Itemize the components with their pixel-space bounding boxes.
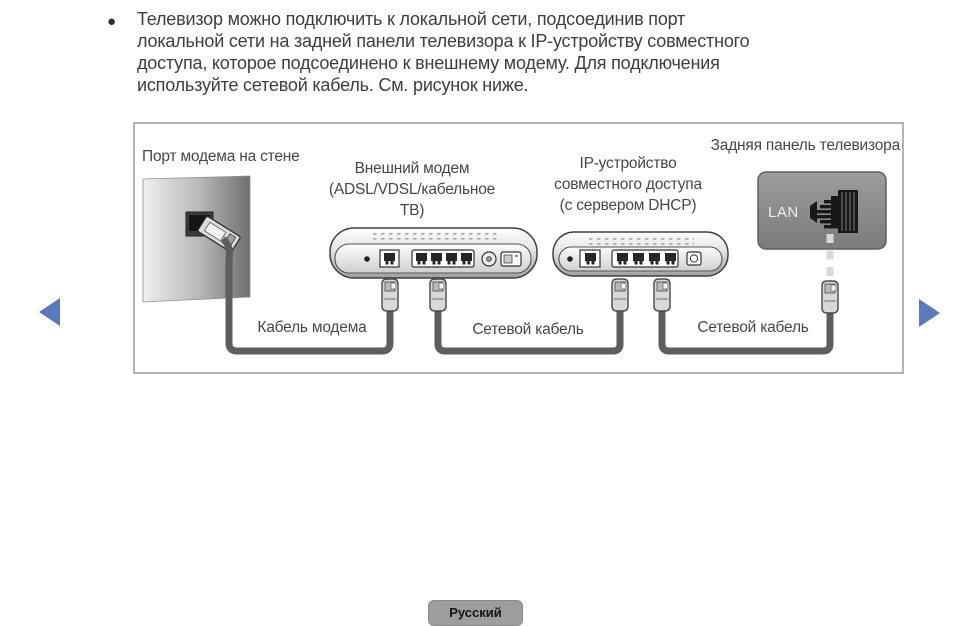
label-line: ТВ): [399, 202, 425, 219]
network-connection-diagram: [133, 122, 904, 374]
rj45-plug-icon: [821, 280, 839, 314]
diagram-graphics: [142, 171, 887, 355]
rj45-plug-icon: [381, 278, 399, 312]
language-tab: Русский: [428, 600, 523, 626]
cables: [220, 236, 834, 355]
rj45-plug-icon: [653, 278, 671, 312]
label-line: Внешний модем: [354, 160, 470, 177]
label-line: IP-устройство: [579, 155, 677, 172]
network-cable-line-2: [658, 310, 834, 355]
ip-sharer-graphic: [552, 231, 729, 277]
label-line: совместного доступа: [554, 176, 702, 193]
modem-cable-line: [220, 236, 394, 355]
modem-cable-label: Кабель модема: [257, 319, 367, 336]
network-cable-label-2: Сетевой кабель: [697, 319, 809, 336]
external-modem-label: Внешний модем (ADSL/VDSL/кабельное ТВ): [262, 158, 562, 221]
wall-port-label: Порт модема на стене: [142, 148, 300, 165]
paragraph-line: используйте сетевой кабель. См. рисунок …: [137, 75, 529, 95]
network-cable-line-1: [434, 310, 624, 355]
lan-jack-icon: [810, 190, 858, 233]
intro-paragraph: Телевизор можно подключить к локальной с…: [137, 8, 750, 96]
tv-back-panel-graphic: [757, 171, 887, 250]
ip-sharer-label: IP-устройство совместного доступа (с сер…: [478, 153, 778, 216]
wall-graphic: [142, 175, 251, 303]
previous-page-arrow-icon[interactable]: [39, 298, 60, 326]
bullet-icon: ●: [107, 13, 117, 30]
external-modem-graphic: [329, 227, 538, 279]
rj45-plug-icon: [611, 278, 629, 312]
next-page-arrow-icon[interactable]: [919, 299, 940, 327]
rj45-plug-icon: [429, 278, 447, 312]
paragraph-line: доступа, которое подсоединено к внешнему…: [137, 53, 720, 73]
lan-port-label: LAN: [768, 204, 799, 221]
network-cable-label-1: Сетевой кабель: [472, 321, 584, 338]
label-line: (с сервером DHCP): [559, 197, 697, 214]
tv-back-panel-label: Задняя панель телевизора: [710, 137, 901, 154]
paragraph-line: Телевизор можно подключить к локальной с…: [137, 9, 686, 29]
label-line: (ADSL/VDSL/кабельное: [328, 181, 496, 198]
paragraph-line: локальной сети на задней панели телевизо…: [137, 31, 750, 51]
